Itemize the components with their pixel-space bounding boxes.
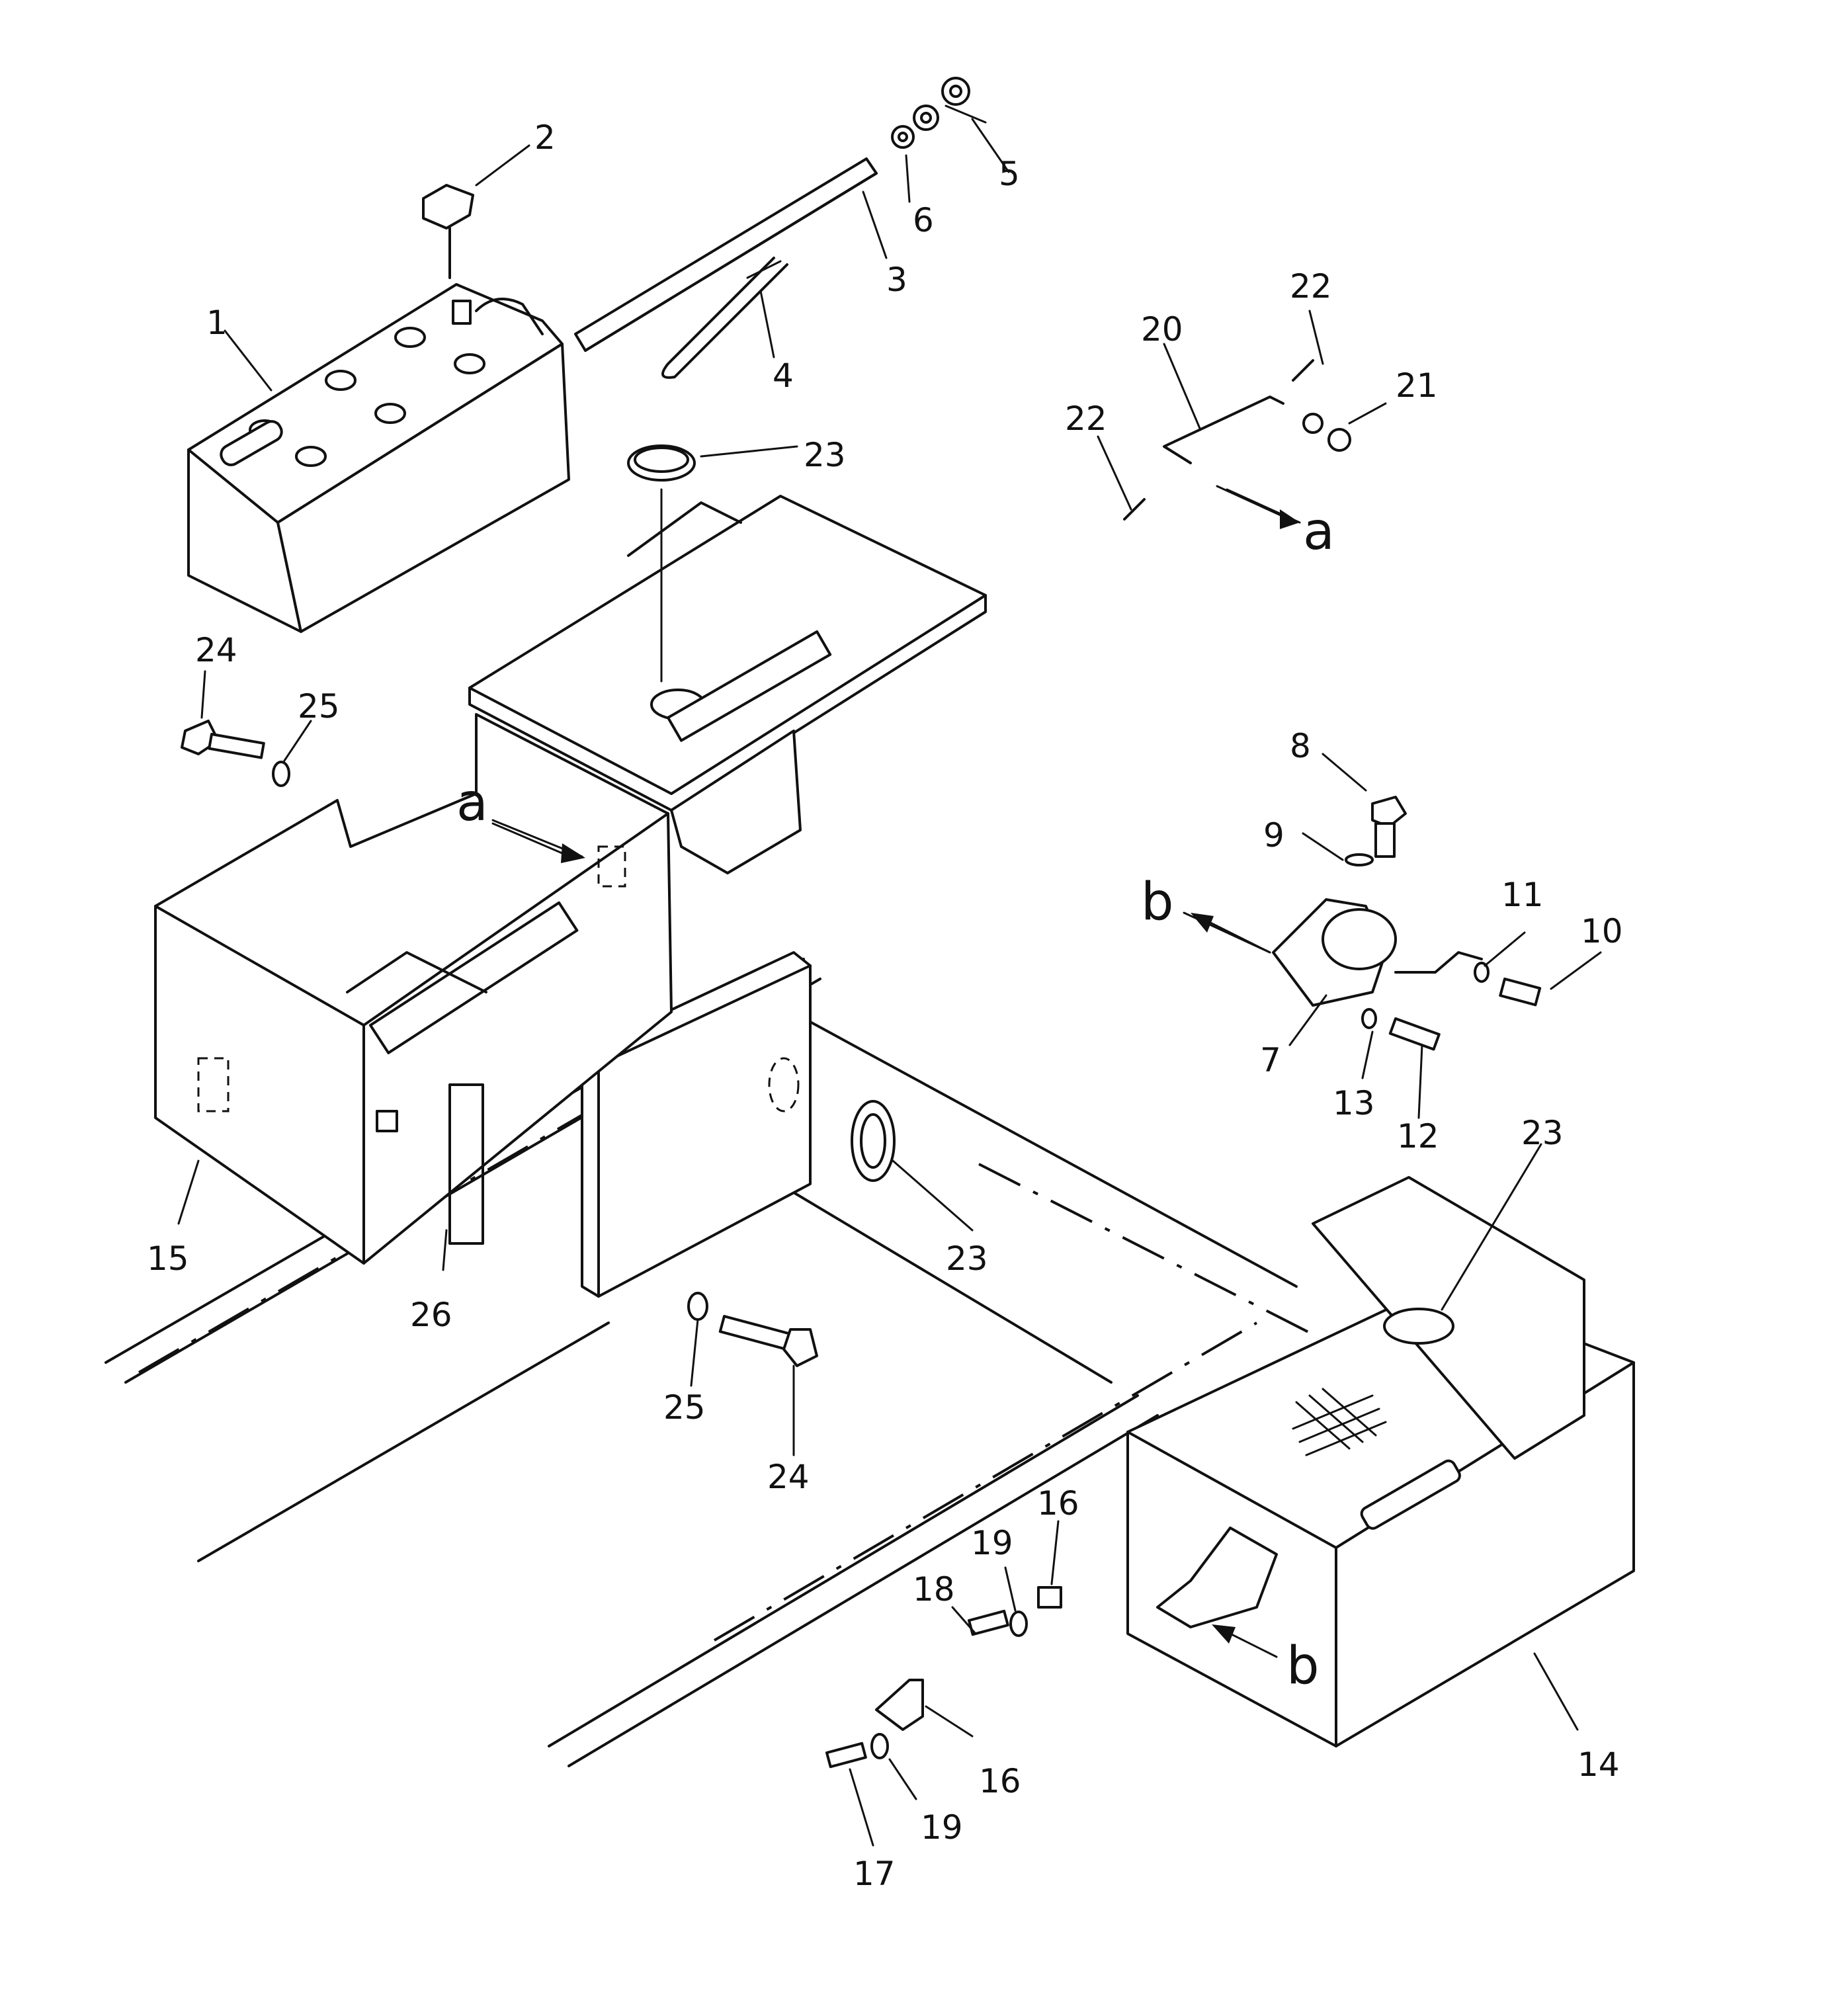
callout-12: 12 bbox=[1397, 1117, 1439, 1155]
grommet-top bbox=[627, 444, 696, 683]
callout-23a: 23 bbox=[804, 436, 846, 474]
battery-box-left bbox=[154, 713, 673, 1265]
callout-22a: 22 bbox=[1290, 267, 1332, 306]
view-labels: a a b b bbox=[456, 502, 1335, 1696]
bolt-washer-left bbox=[181, 720, 290, 787]
callout-1: 1 bbox=[206, 304, 228, 342]
callout-19b: 19 bbox=[921, 1808, 963, 1847]
callout-8: 8 bbox=[1290, 727, 1311, 765]
callout-6: 6 bbox=[913, 201, 934, 239]
callout-26: 26 bbox=[410, 1296, 452, 1334]
mesh-pattern bbox=[1292, 1388, 1387, 1456]
battery-tray bbox=[468, 495, 987, 874]
callout-22b: 22 bbox=[1065, 399, 1107, 438]
callout-labels: 1 2 3 4 5 6 7 8 9 10 11 12 13 14 15 16 1… bbox=[147, 118, 1623, 1893]
switch-assembly bbox=[1272, 796, 1542, 1051]
callout-3: 3 bbox=[886, 261, 907, 299]
view-arrows bbox=[491, 488, 1301, 1658]
callout-5: 5 bbox=[999, 155, 1020, 193]
callout-24a: 24 bbox=[195, 631, 237, 669]
callout-19a: 19 bbox=[971, 1524, 1013, 1562]
nuts-washers bbox=[891, 77, 970, 149]
grommet-mid bbox=[851, 1100, 896, 1182]
callout-18: 18 bbox=[913, 1570, 955, 1609]
callout-15: 15 bbox=[147, 1239, 189, 1278]
callout-2: 2 bbox=[534, 118, 556, 157]
callout-23c: 23 bbox=[1521, 1114, 1564, 1152]
callout-11: 11 bbox=[1501, 876, 1544, 914]
callout-20: 20 bbox=[1141, 310, 1183, 349]
battery-box-right bbox=[1126, 1176, 1635, 1747]
callout-17: 17 bbox=[853, 1855, 896, 1893]
callout-4: 4 bbox=[773, 357, 794, 395]
callout-24b: 24 bbox=[767, 1458, 810, 1496]
callout-25b: 25 bbox=[663, 1388, 706, 1427]
view-label-b-bottom: b bbox=[1286, 1636, 1320, 1696]
callout-14: 14 bbox=[1577, 1745, 1620, 1784]
brackets-bolts bbox=[825, 1586, 1062, 1769]
hold-down-bar bbox=[574, 157, 878, 379]
view-label-a-top: a bbox=[1303, 502, 1335, 562]
callout-16b: 16 bbox=[979, 1762, 1021, 1800]
callout-13: 13 bbox=[1333, 1084, 1375, 1122]
callout-9: 9 bbox=[1263, 816, 1284, 855]
view-label-b-left: b bbox=[1141, 872, 1174, 932]
terminal-clamp bbox=[422, 184, 474, 279]
callout-23b: 23 bbox=[946, 1239, 988, 1278]
callout-16a: 16 bbox=[1037, 1484, 1079, 1523]
battery bbox=[187, 283, 570, 633]
retaining-rod bbox=[1123, 359, 1351, 521]
callout-21: 21 bbox=[1396, 366, 1438, 405]
bolt-washer-lower bbox=[687, 1292, 818, 1367]
callout-10: 10 bbox=[1581, 912, 1623, 950]
callout-7: 7 bbox=[1260, 1041, 1281, 1079]
callout-25a: 25 bbox=[298, 687, 340, 726]
view-label-a-mid: a bbox=[456, 773, 488, 833]
